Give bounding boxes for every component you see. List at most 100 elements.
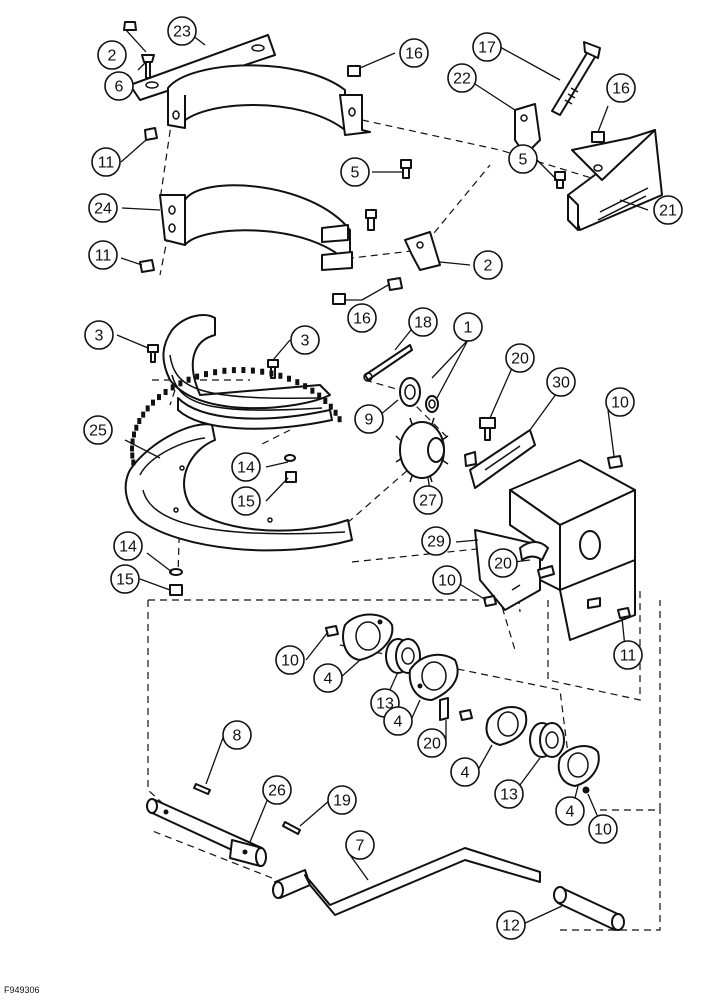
- flange-2: [408, 653, 459, 701]
- sector-slot: [241, 367, 246, 373]
- callout-number: 17: [478, 40, 496, 57]
- flange-1: [342, 613, 394, 661]
- bearing-9: [399, 377, 439, 413]
- callout-number: 15: [116, 572, 134, 589]
- callout-circle: [453, 312, 483, 342]
- angle-bracket: [404, 231, 441, 271]
- callout-30: 30: [546, 367, 576, 397]
- callout-circle: [275, 645, 305, 675]
- sector-slot: [310, 387, 315, 394]
- callout-circle: [605, 387, 635, 417]
- sector-slot: [132, 431, 136, 438]
- callout-29: 29: [421, 526, 451, 556]
- callout-circle: [110, 564, 140, 594]
- sector-slot: [337, 416, 342, 423]
- callout-circle: [450, 757, 480, 787]
- callout-circle: [473, 250, 503, 280]
- callout-circle: [383, 706, 413, 736]
- sector-slot: [269, 370, 274, 377]
- callout-16a: 16: [399, 38, 429, 68]
- sector-plate: [124, 367, 353, 552]
- callout-number: 2: [484, 258, 493, 275]
- sector-slot: [287, 375, 291, 382]
- callout-number: 8: [233, 728, 242, 745]
- callout-number: 20: [423, 736, 441, 753]
- sprocket: [395, 417, 449, 483]
- callout-2b: 2: [473, 250, 503, 280]
- sector-slot: [260, 368, 265, 375]
- callout-circle: [347, 303, 377, 333]
- callout-circle: [354, 404, 384, 434]
- callout-circle: [88, 193, 118, 223]
- sector-slot: [295, 379, 300, 386]
- sector-slot: [186, 376, 191, 383]
- sector-slot: [333, 409, 338, 416]
- callout-number: 11: [98, 155, 115, 172]
- callout-circle: [345, 830, 375, 860]
- housing-hardware: [483, 455, 631, 619]
- upper-clamp-band: [129, 34, 346, 131]
- curved-straps: [147, 314, 333, 430]
- callout-number: 16: [612, 81, 630, 98]
- callout-20a: 20: [505, 343, 535, 373]
- callout-circle: [327, 785, 357, 815]
- callout-circle: [88, 240, 118, 270]
- sector-slot: [131, 459, 136, 466]
- callout-number: 18: [414, 315, 432, 332]
- callout-circle: [555, 796, 585, 826]
- callout-circle: [472, 32, 502, 62]
- callout-circle: [505, 343, 535, 373]
- callout-number: 12: [502, 918, 520, 935]
- callout-number: 10: [611, 395, 629, 412]
- callout-circle: [546, 367, 576, 397]
- callout-10a: 10: [605, 387, 635, 417]
- callout-16c: 16: [347, 303, 377, 333]
- callout-11a: 11: [91, 147, 121, 177]
- sector-slot: [130, 438, 135, 445]
- sector-slot: [213, 369, 218, 376]
- callout-25: 25: [83, 415, 113, 445]
- callout-circle: [262, 775, 292, 805]
- callout-number: 3: [301, 333, 310, 350]
- callout-4b: 4: [383, 706, 413, 736]
- callout-number: 27: [419, 493, 437, 510]
- sector-slot: [170, 384, 175, 391]
- sector-slot: [278, 372, 283, 379]
- flange-4: [557, 745, 600, 794]
- callout-number: 23: [173, 24, 191, 41]
- callout-number: 4: [566, 804, 575, 821]
- callout-number: 20: [511, 351, 529, 368]
- callout-circle: [496, 910, 526, 940]
- callout-circle: [91, 147, 121, 177]
- sector-slot: [250, 367, 255, 374]
- sector-slots: [130, 367, 342, 466]
- callout-number: 13: [500, 787, 518, 804]
- callout-13b: 13: [494, 779, 524, 809]
- sector-slot: [178, 380, 183, 387]
- callout-circle: [494, 779, 524, 809]
- callout-number: 10: [281, 653, 299, 670]
- bearing-13b: [529, 722, 565, 758]
- callout-18: 18: [408, 307, 438, 337]
- callout-number: 11: [620, 648, 637, 665]
- callout-circle: [606, 73, 636, 103]
- callout-number: 16: [353, 311, 371, 328]
- callout-26: 26: [262, 775, 292, 805]
- long-bolt: [551, 41, 601, 116]
- sector-slot: [317, 392, 322, 399]
- sector-slot: [157, 394, 161, 401]
- callout-number: 6: [115, 79, 124, 96]
- callout-2a: 2: [97, 40, 127, 70]
- callout-circle: [417, 728, 447, 758]
- crank-handle: [272, 847, 541, 916]
- sector-slot: [195, 373, 200, 380]
- callout-circle: [613, 640, 643, 670]
- slotted-plate: [464, 417, 536, 489]
- callout-number: 1: [464, 320, 473, 337]
- sector-slot: [222, 367, 227, 374]
- callout-8: 8: [222, 720, 252, 750]
- callout-12: 12: [496, 910, 526, 940]
- callout-number: 16: [405, 46, 423, 63]
- handle-grip: [553, 886, 625, 931]
